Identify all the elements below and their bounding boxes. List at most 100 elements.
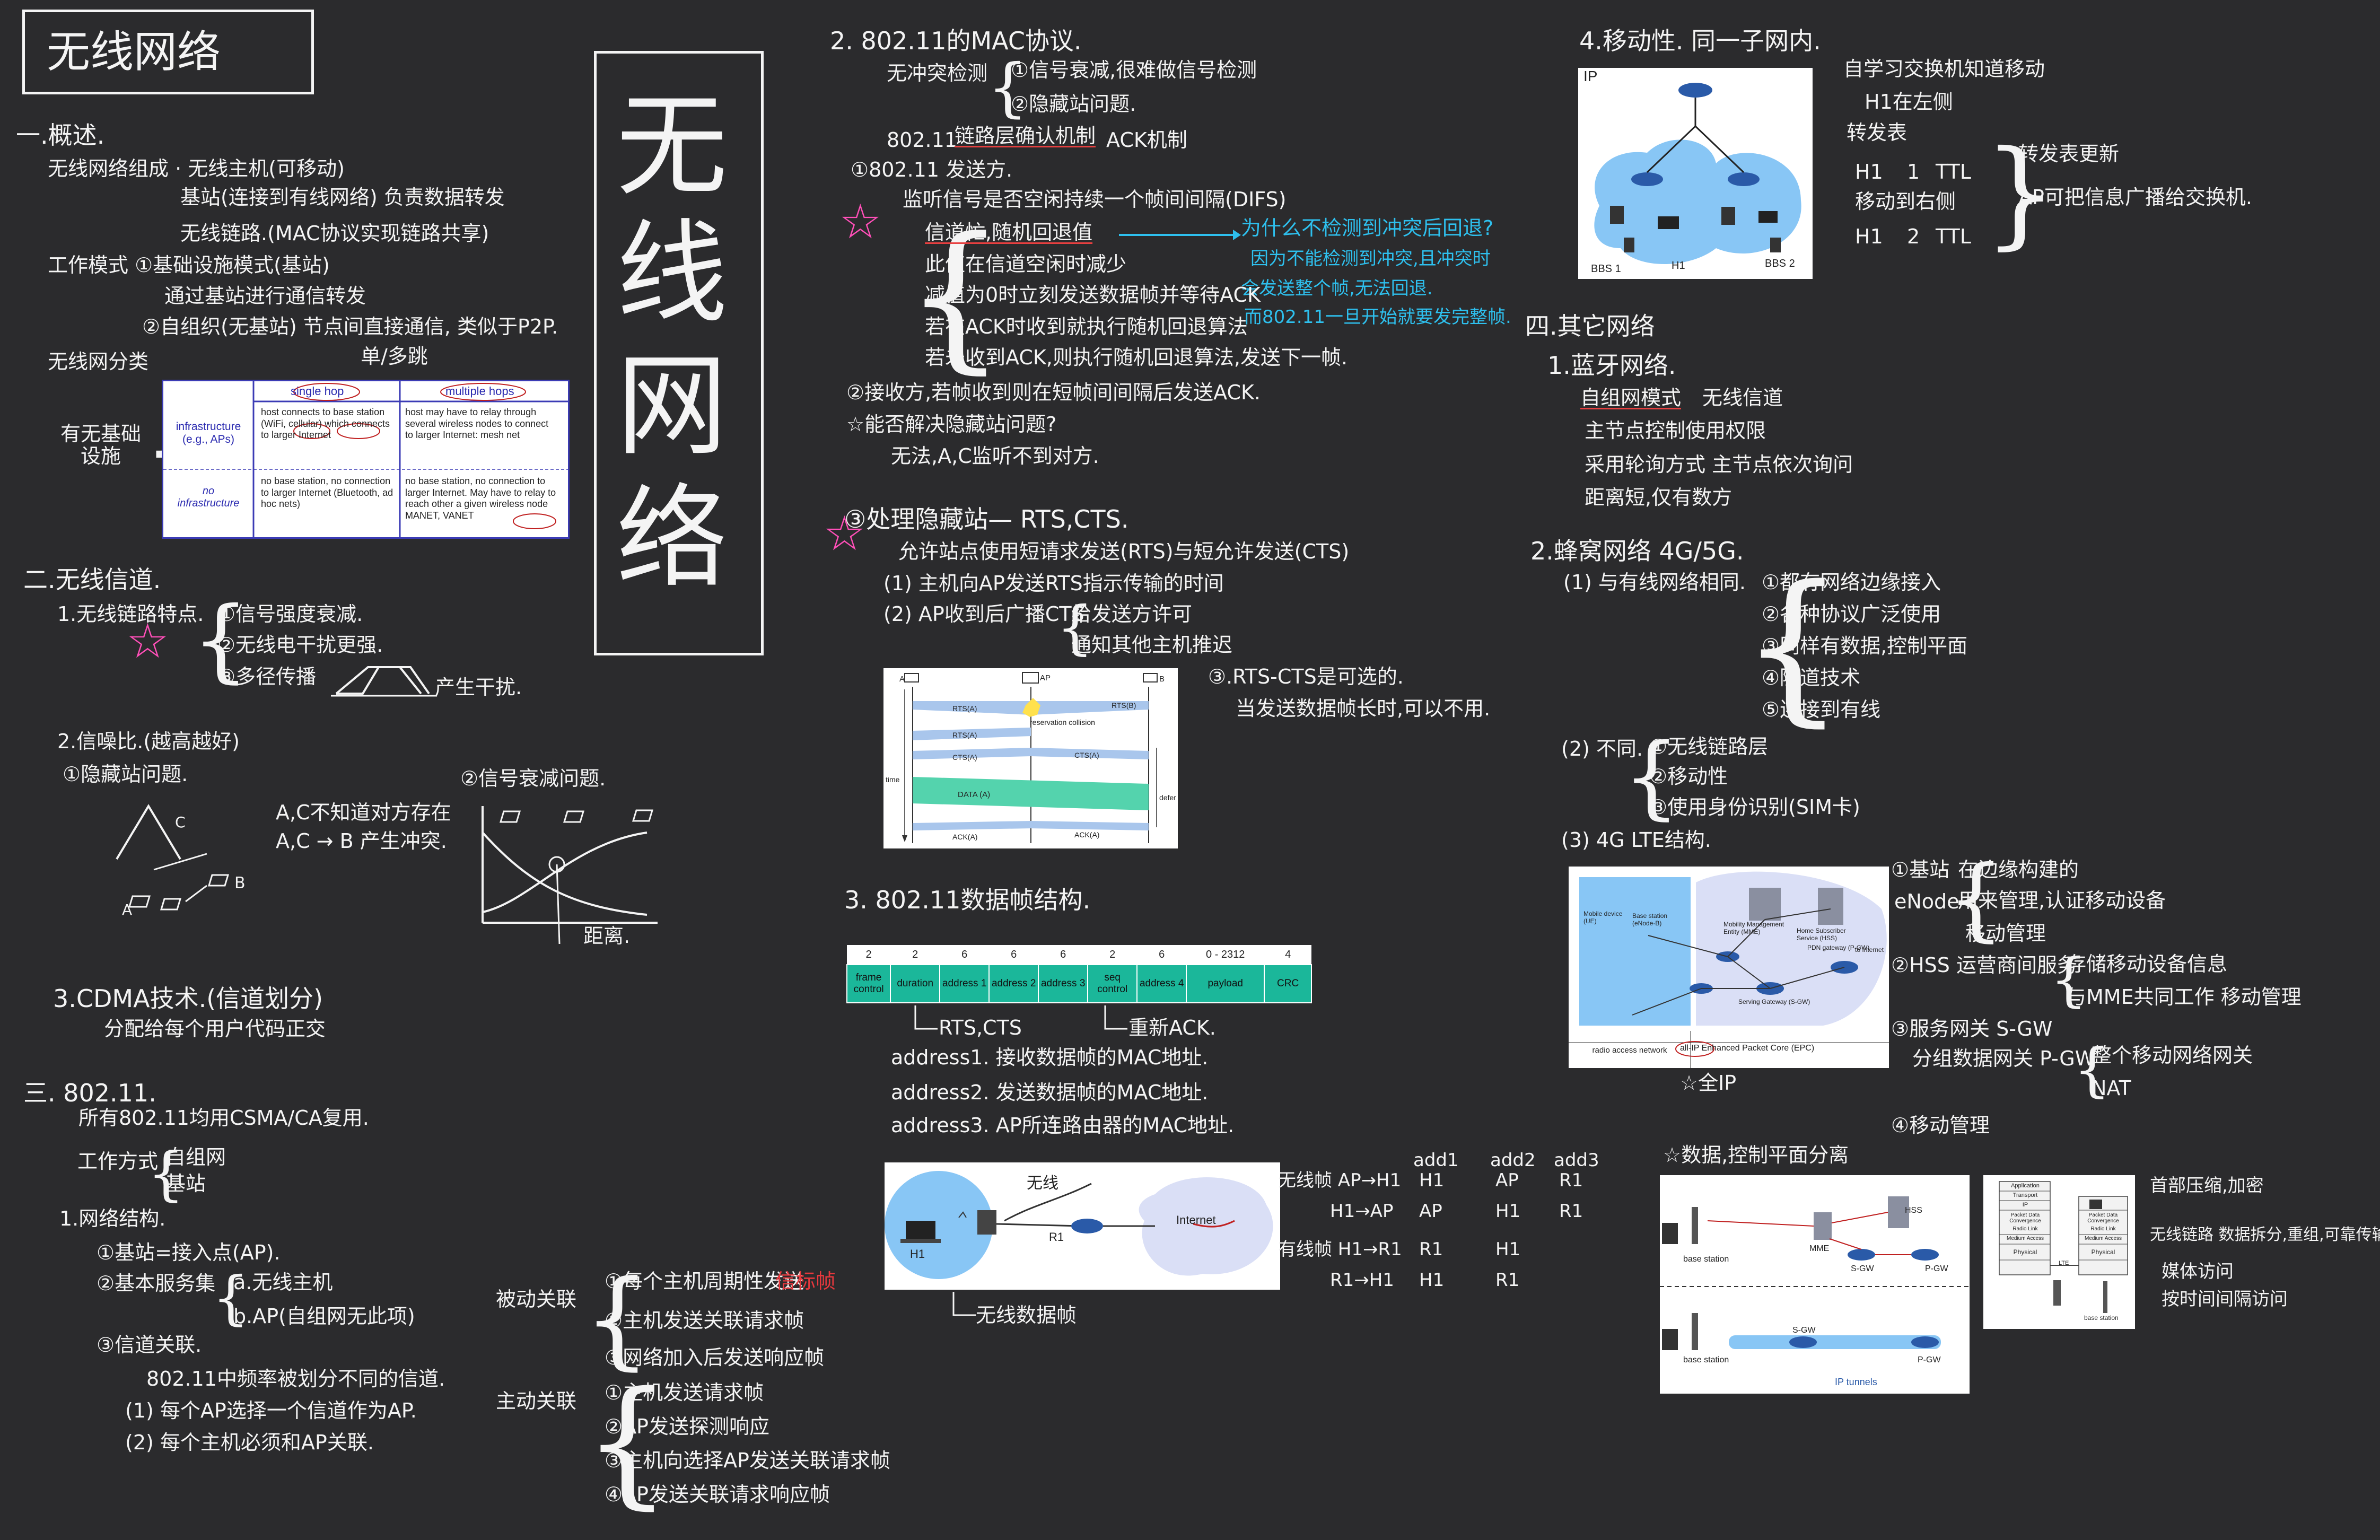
stack-note-4: 按时间间隔访问 <box>2162 1289 2288 1310</box>
s2-brace: { <box>192 588 250 693</box>
rts-cts-figure: A AP B RTS(A) RTS(B) reservation collisi… <box>883 668 1178 848</box>
table-row-infra: infrastructure (e.g., APs) <box>176 421 241 445</box>
addr-row-4-v2: R1 <box>1495 1270 1520 1291</box>
net-caption: 无线数据帧 <box>976 1303 1077 1327</box>
stack-mac: Medium Access <box>2006 1236 2044 1241</box>
bt-line-1b: 无线信道 <box>1702 386 1783 409</box>
star-icon: ☆ <box>126 614 169 669</box>
mac-line-8: 若在ACK时收到就执行随机回退算法 <box>925 315 1248 338</box>
lte-mme: Mobility Management Entity (MME) <box>1723 921 1784 935</box>
frame-table: 2 2 6 6 6 2 6 0 - 2312 4 frame control d… <box>846 945 1312 1003</box>
rts-line-2: (1) 主机向AP发送RTS指示传输的时间 <box>883 572 1224 595</box>
s2-line-9: ②信号衰减问题. <box>460 767 606 790</box>
table-cell-21: no base station, no connection to larger… <box>261 476 393 510</box>
lte-line-1d: 用来管理,认证移动设备 <box>1958 889 2166 912</box>
frame-field-cell: payload <box>1186 964 1265 1003</box>
passive-brace: { <box>583 1257 651 1381</box>
rts-note-2: 当发送数据帧长时,可以不用. <box>1236 697 1491 720</box>
bt-line-3: 采用轮询方式 主节点依次询问 <box>1585 453 1853 476</box>
addr-row-4-label: R1→H1 <box>1330 1270 1394 1291</box>
plane-heading: ☆数据,控制平面分离 <box>1663 1143 1849 1167</box>
rts-fig-cts2: CTS(A) <box>1074 751 1099 759</box>
mob-line-1: 自学习交换机知道移动 <box>1843 57 2045 81</box>
lte-mobile: Mobile device (UE) <box>1583 910 1623 925</box>
s2-line-8: A,C → B 产生冲突. <box>276 829 447 853</box>
stack-note-3: 媒体访问 <box>2162 1261 2234 1282</box>
passive-1a: ①每个主机周期性发送 <box>605 1270 804 1293</box>
lte-line-2c: 与MME共同工作 移动管理 <box>2066 985 2302 1009</box>
frame-field-row: frame control duration address 1 address… <box>846 964 1312 1003</box>
arrow-icon <box>1119 230 1241 240</box>
stack-pdc: Packet Data Convergence <box>2009 1212 2041 1224</box>
s3-line-5: ②基本服务集 <box>97 1272 216 1295</box>
plane-tunnels: IP tunnels <box>1835 1377 1877 1387</box>
net-h1: H1 <box>910 1247 925 1261</box>
addr-row-4-v1: H1 <box>1419 1270 1445 1291</box>
address-2: address2. 发送数据帧的MAC地址. <box>891 1081 1209 1104</box>
addr-row-3-v2: H1 <box>1495 1239 1521 1260</box>
lte-line-1b: eNode <box>1894 890 1959 913</box>
frame-size-cell: 2 <box>1109 948 1116 960</box>
rts-fig-collision: reservation collision <box>1030 718 1095 727</box>
addr-row-1-label: 无线帧 AP→H1 <box>1278 1170 1402 1191</box>
lte-architecture-figure: Mobile device (UE) Base station (eNode-B… <box>1569 867 1889 1068</box>
frame-size-cell: 2 <box>912 948 918 960</box>
net-pointer <box>952 1292 976 1316</box>
bt-line-2: 主节点控制使用权限 <box>1585 419 1766 442</box>
mac-line-1a: ①信号衰减,很难做信号检测 <box>1011 58 1257 82</box>
mac-line-5c: 因为不能检测到冲突,且冲突时 <box>1250 248 1491 269</box>
active-brace: { <box>583 1362 671 1522</box>
frame-pointer-1 <box>914 1005 938 1030</box>
mob-line-5: 移动到右侧 <box>1855 190 1956 213</box>
rts-fig-rts-a2: RTS(A) <box>952 731 977 739</box>
mob-line-4a: H1 <box>1855 160 1883 183</box>
cell-line-1c: ③同样有数据,控制平面 <box>1762 634 1968 658</box>
s1-line-7: 无线网分类 <box>48 350 149 373</box>
mac-line-4: 监听信号是否空闲持续一个帧间间隔(DIFS) <box>903 188 1287 211</box>
lte-internet: to Internet <box>1855 946 1884 953</box>
rts-note-1: ③.RTS-CTS是可选的. <box>1208 665 1404 688</box>
s3-line-7: 802.11中频率被划分不同的信道. <box>146 1367 445 1390</box>
mac-line-7: 减值为0时立刻发送数据帧并等待ACK <box>925 283 1261 307</box>
stack-transport: Transport <box>2012 1192 2038 1198</box>
lte-line-3b: 分组数据网关 P-GW <box>1912 1047 2095 1070</box>
lte-line-1c: 在边缘构建的 <box>1958 858 2079 881</box>
addr-row-1-v3: R1 <box>1559 1170 1583 1191</box>
lte-line-3d: NAT <box>2092 1077 2131 1100</box>
plane-bs-2: base station <box>1683 1355 1729 1364</box>
mac-line-6: 此值在信道空闲时减少 <box>925 252 1127 276</box>
s2-line-4b: 产生干扰. <box>435 676 522 699</box>
s1-line-8: 单/多跳 <box>361 345 428 368</box>
active-assoc-label: 主动关联 <box>496 1389 577 1413</box>
passive-assoc-label: 被动关联 <box>496 1288 577 1311</box>
addr-row-2-v3: R1 <box>1559 1201 1583 1222</box>
plane-hss: HSS <box>1905 1206 1922 1215</box>
lte-line-2b: 存储移动设备信息 <box>2066 952 2228 976</box>
addr-row-1-v1: H1 <box>1419 1170 1445 1191</box>
lte-epc: all-IP Enhanced Packet Core (EPC) <box>1680 1044 1815 1053</box>
rts-fig-a: A <box>899 675 905 684</box>
table-row-noinfra: no infrastructure <box>177 485 240 509</box>
cell-line-2a: ①无线链路层 <box>1649 735 1769 758</box>
frame-field-cell: address 4 <box>1136 964 1187 1003</box>
mac-brace-1: { <box>987 51 1028 125</box>
stack-rlink: Radio Link <box>2012 1226 2038 1232</box>
star-icon: ☆ <box>839 194 882 250</box>
s2-line-1: 1.无线链路特点. <box>57 602 204 626</box>
rts-brace: { <box>1056 593 1093 661</box>
vertical-title-char-3: 网 <box>616 341 728 471</box>
mob-line-6a: H1 <box>1855 225 1883 248</box>
s2-line-6: ①隐藏站问题. <box>63 763 188 786</box>
stack-note-1: 首部压缩,加密 <box>2150 1175 2264 1196</box>
svg-text:A: A <box>122 901 132 918</box>
cell-line-1e: ⑤连接到有线 <box>1762 698 1881 721</box>
addr-row-2-v2: H1 <box>1495 1201 1521 1222</box>
addr-table-head-1: add1 <box>1413 1150 1459 1171</box>
addr-table-head-3: add3 <box>1554 1150 1599 1171</box>
cell-brace-2: { <box>1623 724 1681 829</box>
frame-size-cell: 0 - 2312 <box>1206 948 1245 960</box>
mob-line-6c: TTL <box>1936 225 1971 248</box>
rts-fig-data: DATA (A) <box>958 790 991 799</box>
frame-field-cell: address 3 <box>1038 964 1089 1003</box>
passive-2: ②主机发送关联请求帧 <box>605 1309 804 1332</box>
